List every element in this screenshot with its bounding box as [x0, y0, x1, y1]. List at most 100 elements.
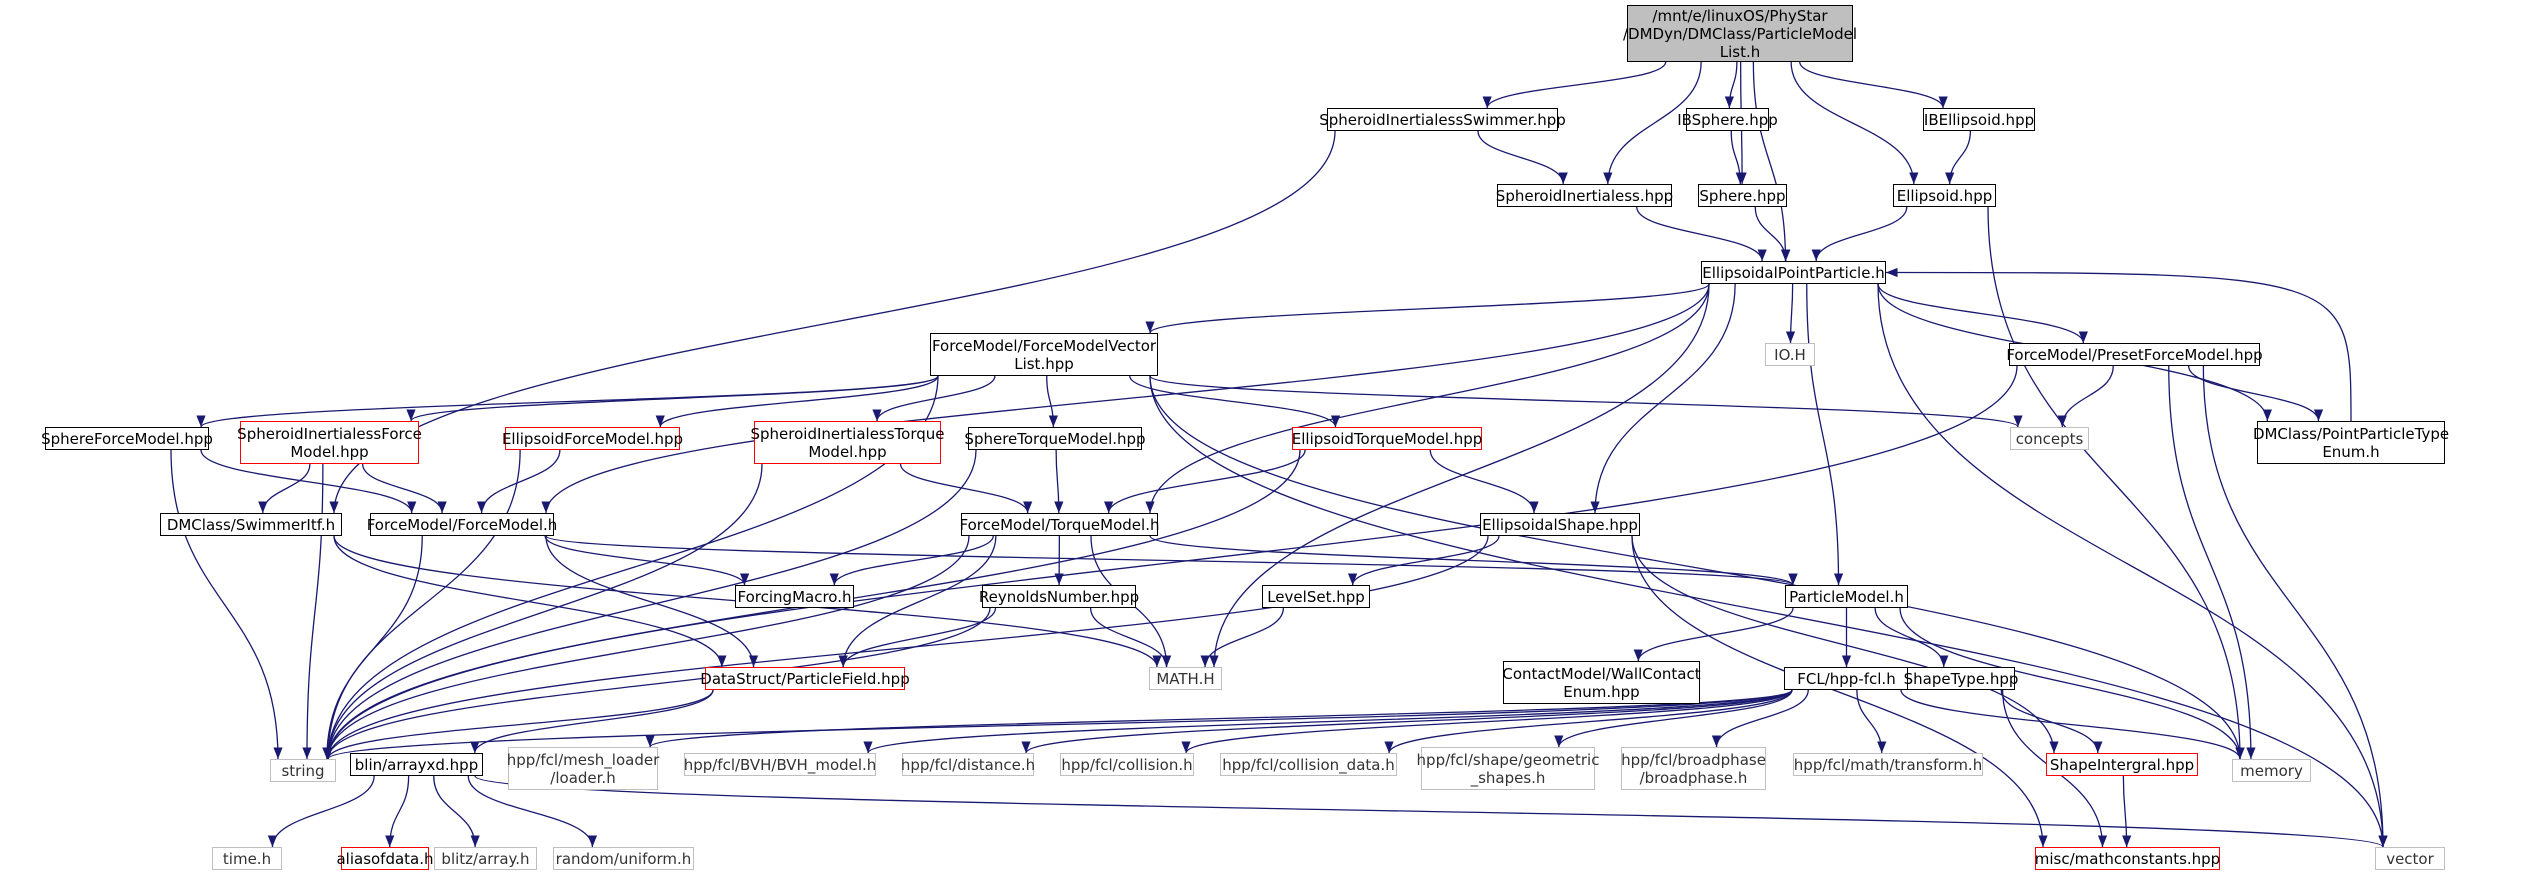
edge-torque-model-to-string — [323, 535, 970, 760]
edge-ibellipsoid-to-ellipsoid — [1945, 130, 1972, 185]
node-fm-vector[interactable]: ForceModel/ForceModelVector List.hpp — [930, 333, 1158, 376]
edge-preset-fm-to-concepts — [2057, 365, 2114, 428]
edge-fcl-to-fcl-collision — [1181, 689, 1793, 754]
node-spheroid-fm[interactable]: SpheroidInertialessForce Model.hpp — [237, 421, 422, 464]
edge-sphere-to-ellipsoidal-point — [1754, 206, 1791, 262]
edge-root-to-ellipsoid — [1790, 61, 1919, 185]
node-concepts: concepts — [2010, 427, 2089, 450]
node-aliasofdata[interactable]: aliasofdata.h — [336, 847, 434, 870]
edge-fm-vector-to-vector — [1149, 375, 2388, 848]
edge-force-model-to-string — [322, 535, 423, 760]
edge-fcl-to-fcl-transform — [1856, 689, 1887, 754]
node-sphere-tm[interactable]: SphereTorqueModel.hpp — [964, 427, 1146, 450]
node-preset-fm[interactable]: ForceModel/PresetForceModel.hpp — [2006, 343, 2263, 366]
node-ibellipsoid[interactable]: IBEllipsoid.hpp — [1923, 108, 2035, 131]
node-levelset[interactable]: LevelSet.hpp — [1262, 585, 1370, 608]
node-vector: vector — [2375, 847, 2445, 870]
node-torque-model[interactable]: ForceModel/TorqueModel.h — [960, 513, 1159, 536]
edge-sphere-tm-to-torque-model — [1054, 449, 1064, 514]
node-ellipsoid-tm[interactable]: EllipsoidTorqueModel.hpp — [1292, 427, 1482, 450]
node-math-h: MATH.H — [1149, 667, 1222, 690]
edge-force-model-to-forcing-macro — [544, 535, 750, 586]
edge-ellipsoidal-point-to-torque-model — [1145, 283, 1710, 514]
edge-fcl-to-broadphase — [1711, 689, 1809, 748]
node-sphere-fm[interactable]: SphereForceModel.hpp — [41, 427, 213, 450]
edge-ellipsoidal-point-to-particle-model — [1806, 283, 1844, 586]
node-spheroid-tm[interactable]: SpheroidInertialessTorque Model.hpp — [750, 421, 945, 464]
node-pp-type-enum[interactable]: DMClass/PointParticleType Enum.h — [2253, 421, 2449, 464]
node-mesh-loader: hpp/fcl/mesh_loader /loader.h — [507, 747, 659, 790]
edge-ibsphere-to-sphere — [1730, 130, 1745, 185]
node-memory: memory — [2232, 759, 2311, 782]
node-random-uniform: random/uniform.h — [553, 847, 694, 870]
node-ibsphere[interactable]: IBSphere.hpp — [1677, 108, 1778, 131]
edge-spheroid-inertialess-to-ellipsoidal-point — [1636, 206, 1767, 262]
node-spheroid-inertialess[interactable]: SpheroidInertialess.hpp — [1496, 184, 1673, 207]
edge-ellipsoidal-point-to-fm-vector — [1145, 283, 1710, 334]
edge-torque-model-to-forcing-macro — [829, 535, 994, 586]
edge-fm-vector-to-memory — [1149, 375, 2245, 760]
edge-shape-type-to-shape-integral — [2000, 689, 2103, 754]
edge-particle-model-to-shape-type — [1874, 607, 1949, 668]
edge-torque-model-to-particle-field — [838, 535, 997, 668]
edge-root-to-ibellipsoid — [1799, 61, 1948, 109]
edge-swimmer-itf-to-particle-field — [333, 535, 727, 668]
edge-reynolds-to-math-h — [1089, 607, 1172, 668]
node-particle-field[interactable]: DataStruct/ParticleField.hpp — [700, 667, 910, 690]
node-particle-model[interactable]: ParticleModel.h — [1785, 585, 1908, 608]
dependency-edges — [170, 61, 2388, 848]
node-shape-type[interactable]: ShapeType.hpp — [1904, 667, 2018, 690]
edge-root-to-spheroid-swimmer — [1482, 61, 1667, 109]
edge-arrayxd-to-aliasofdata — [385, 775, 410, 848]
edge-fcl-to-mesh-loader — [645, 689, 1793, 748]
edge-ellipsoid-tm-to-torque-model — [1104, 449, 1306, 514]
node-mathconstants[interactable]: misc/mathconstants.hpp — [2035, 847, 2220, 870]
edge-fm-vector-to-spheroid-fm — [406, 375, 939, 422]
node-bvh-model: hpp/fcl/BVH/BVH_model.h — [684, 753, 876, 776]
edge-sphere-tm-to-string — [323, 449, 977, 760]
node-ellipsoid[interactable]: Ellipsoid.hpp — [1893, 184, 1996, 207]
edge-fcl-to-string — [323, 689, 1793, 760]
node-arrayxd[interactable]: blin/arrayxd.hpp — [350, 753, 483, 776]
node-shape-integral[interactable]: ShapeIntergral.hpp — [2046, 753, 2198, 776]
edge-ellipsoid-to-memory — [1987, 206, 2245, 760]
edge-fcl-to-fcl-collision-data — [1384, 689, 1793, 754]
edge-reynolds-to-string — [323, 607, 991, 760]
edge-particle-field-to-string — [323, 689, 714, 760]
edge-ellipsoidal-point-to-force-model — [541, 283, 1710, 514]
edge-ellipsoid-fm-to-force-model — [476, 449, 561, 514]
edge-fm-vector-to-sphere-fm — [196, 375, 939, 428]
node-reynolds[interactable]: ReynoldsNumber.hpp — [979, 585, 1139, 608]
node-ellipsoidal-point[interactable]: EllipsoidalPointParticle.h — [1701, 261, 1886, 284]
edge-ellipsoid-tm-to-ellipsoidal-shape — [1429, 449, 1539, 514]
edge-ellipsoid-to-ellipsoidal-point — [1811, 206, 1908, 262]
node-forcing-macro[interactable]: ForcingMacro.h — [735, 585, 854, 608]
edge-arrayxd-to-time-h — [267, 775, 375, 848]
edge-ellipsoidal-shape-to-string — [323, 535, 1489, 760]
node-io-h: IO.H — [1765, 343, 1815, 366]
node-force-model[interactable]: ForceModel/ForceModel.h — [367, 513, 557, 536]
edge-pp-type-enum-to-ellipsoidal-point — [1885, 267, 2352, 422]
edge-ellipsoidal-point-to-preset-fm — [1877, 283, 2088, 344]
node-swimmer-itf[interactable]: DMClass/SwimmerItf.h — [160, 513, 342, 536]
node-sphere[interactable]: Sphere.hpp — [1698, 184, 1787, 207]
edge-particle-model-to-wall-contact — [1633, 607, 1794, 662]
node-spheroid-swimmer[interactable]: SpheroidInertialessSwimmer.hpp — [1319, 108, 1566, 131]
edge-force-model-to-particle-model — [545, 535, 1798, 586]
edge-sphere-fm-to-force-model — [200, 449, 417, 514]
node-ellipsoidal-shape[interactable]: EllipsoidalShape.hpp — [1480, 513, 1640, 536]
node-fcl-transform: hpp/fcl/math/transform.h — [1793, 753, 1983, 776]
edge-spheroid-fm-to-swimmer-itf — [258, 463, 311, 514]
node-wall-contact[interactable]: ContactModel/WallContact Enum.hpp — [1502, 661, 1701, 704]
edge-spheroid-fm-to-string — [302, 463, 324, 760]
node-broadphase: hpp/fcl/broadphase /broadphase.h — [1621, 747, 1766, 790]
edge-torque-model-to-particle-model — [1149, 535, 1798, 586]
edge-ellipsoid-fm-to-string — [323, 449, 521, 760]
edge-fcl-to-memory — [1900, 689, 2245, 760]
edge-arrayxd-to-blitz-array — [433, 775, 480, 848]
edge-levelset-to-math-h — [1200, 607, 1285, 668]
node-ellipsoid-fm[interactable]: EllipsoidForceModel.hpp — [502, 427, 683, 450]
node-fcl[interactable]: FCL/hpp-fcl.h — [1784, 667, 1909, 690]
edge-root-to-ellipsoidal-point — [1752, 61, 1791, 262]
